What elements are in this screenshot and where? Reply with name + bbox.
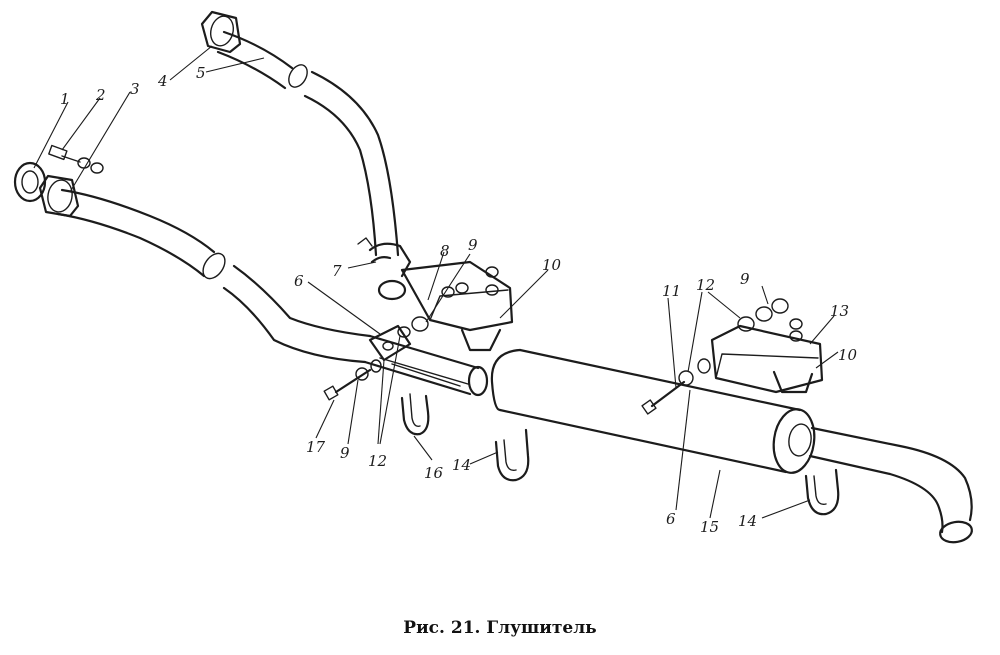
pipe-clamp [357,237,412,301]
callout-11: 11 [662,282,681,300]
callout-numbers: 1 2 3 4 5 7 8 9 10 6 17 9 12 16 14 11 12… [60,64,858,536]
u-bolt-14-right [804,468,840,516]
callout-5: 5 [196,64,206,82]
callout-7: 7 [332,262,342,280]
bolt-17-assembly [323,359,382,401]
callout-14b: 14 [738,512,757,530]
u-bolt-16 [400,393,430,436]
callout-12b: 12 [696,276,715,294]
callout-13: 13 [830,302,849,320]
bracket-left [400,260,514,352]
tail-pipe [808,426,973,544]
lower-exhaust-pipe [56,188,372,364]
callout-3: 3 [130,80,140,98]
figure-caption: Рис. 21. Глушитель [403,618,597,638]
callout-15: 15 [700,518,719,536]
callout-17: 17 [306,438,326,456]
flange-bolt-nuts [48,144,104,174]
callout-10b: 10 [838,346,858,364]
lower-flange [38,174,80,218]
upper-flange [200,10,242,54]
intermediate-pipe [363,334,489,397]
u-bolt-14-left [494,428,530,482]
callout-14a: 14 [452,456,471,474]
callout-2: 2 [95,86,106,104]
callout-1: 1 [60,90,70,108]
callout-9b: 9 [340,444,350,462]
callout-10a: 10 [542,256,562,274]
muffler-body [490,348,816,474]
bracket-right [641,298,824,415]
callout-9a: 9 [468,236,478,254]
callout-12a: 12 [368,452,387,470]
callout-4: 4 [157,72,168,90]
callout-6a: 6 [294,272,304,290]
callout-6b: 6 [666,510,676,528]
callout-16: 16 [424,464,444,482]
callout-8: 8 [440,242,450,260]
callout-9c: 9 [740,270,750,288]
leader-lines [33,45,839,519]
gasket-ring [13,161,47,203]
upper-exhaust-pipe [216,30,400,257]
